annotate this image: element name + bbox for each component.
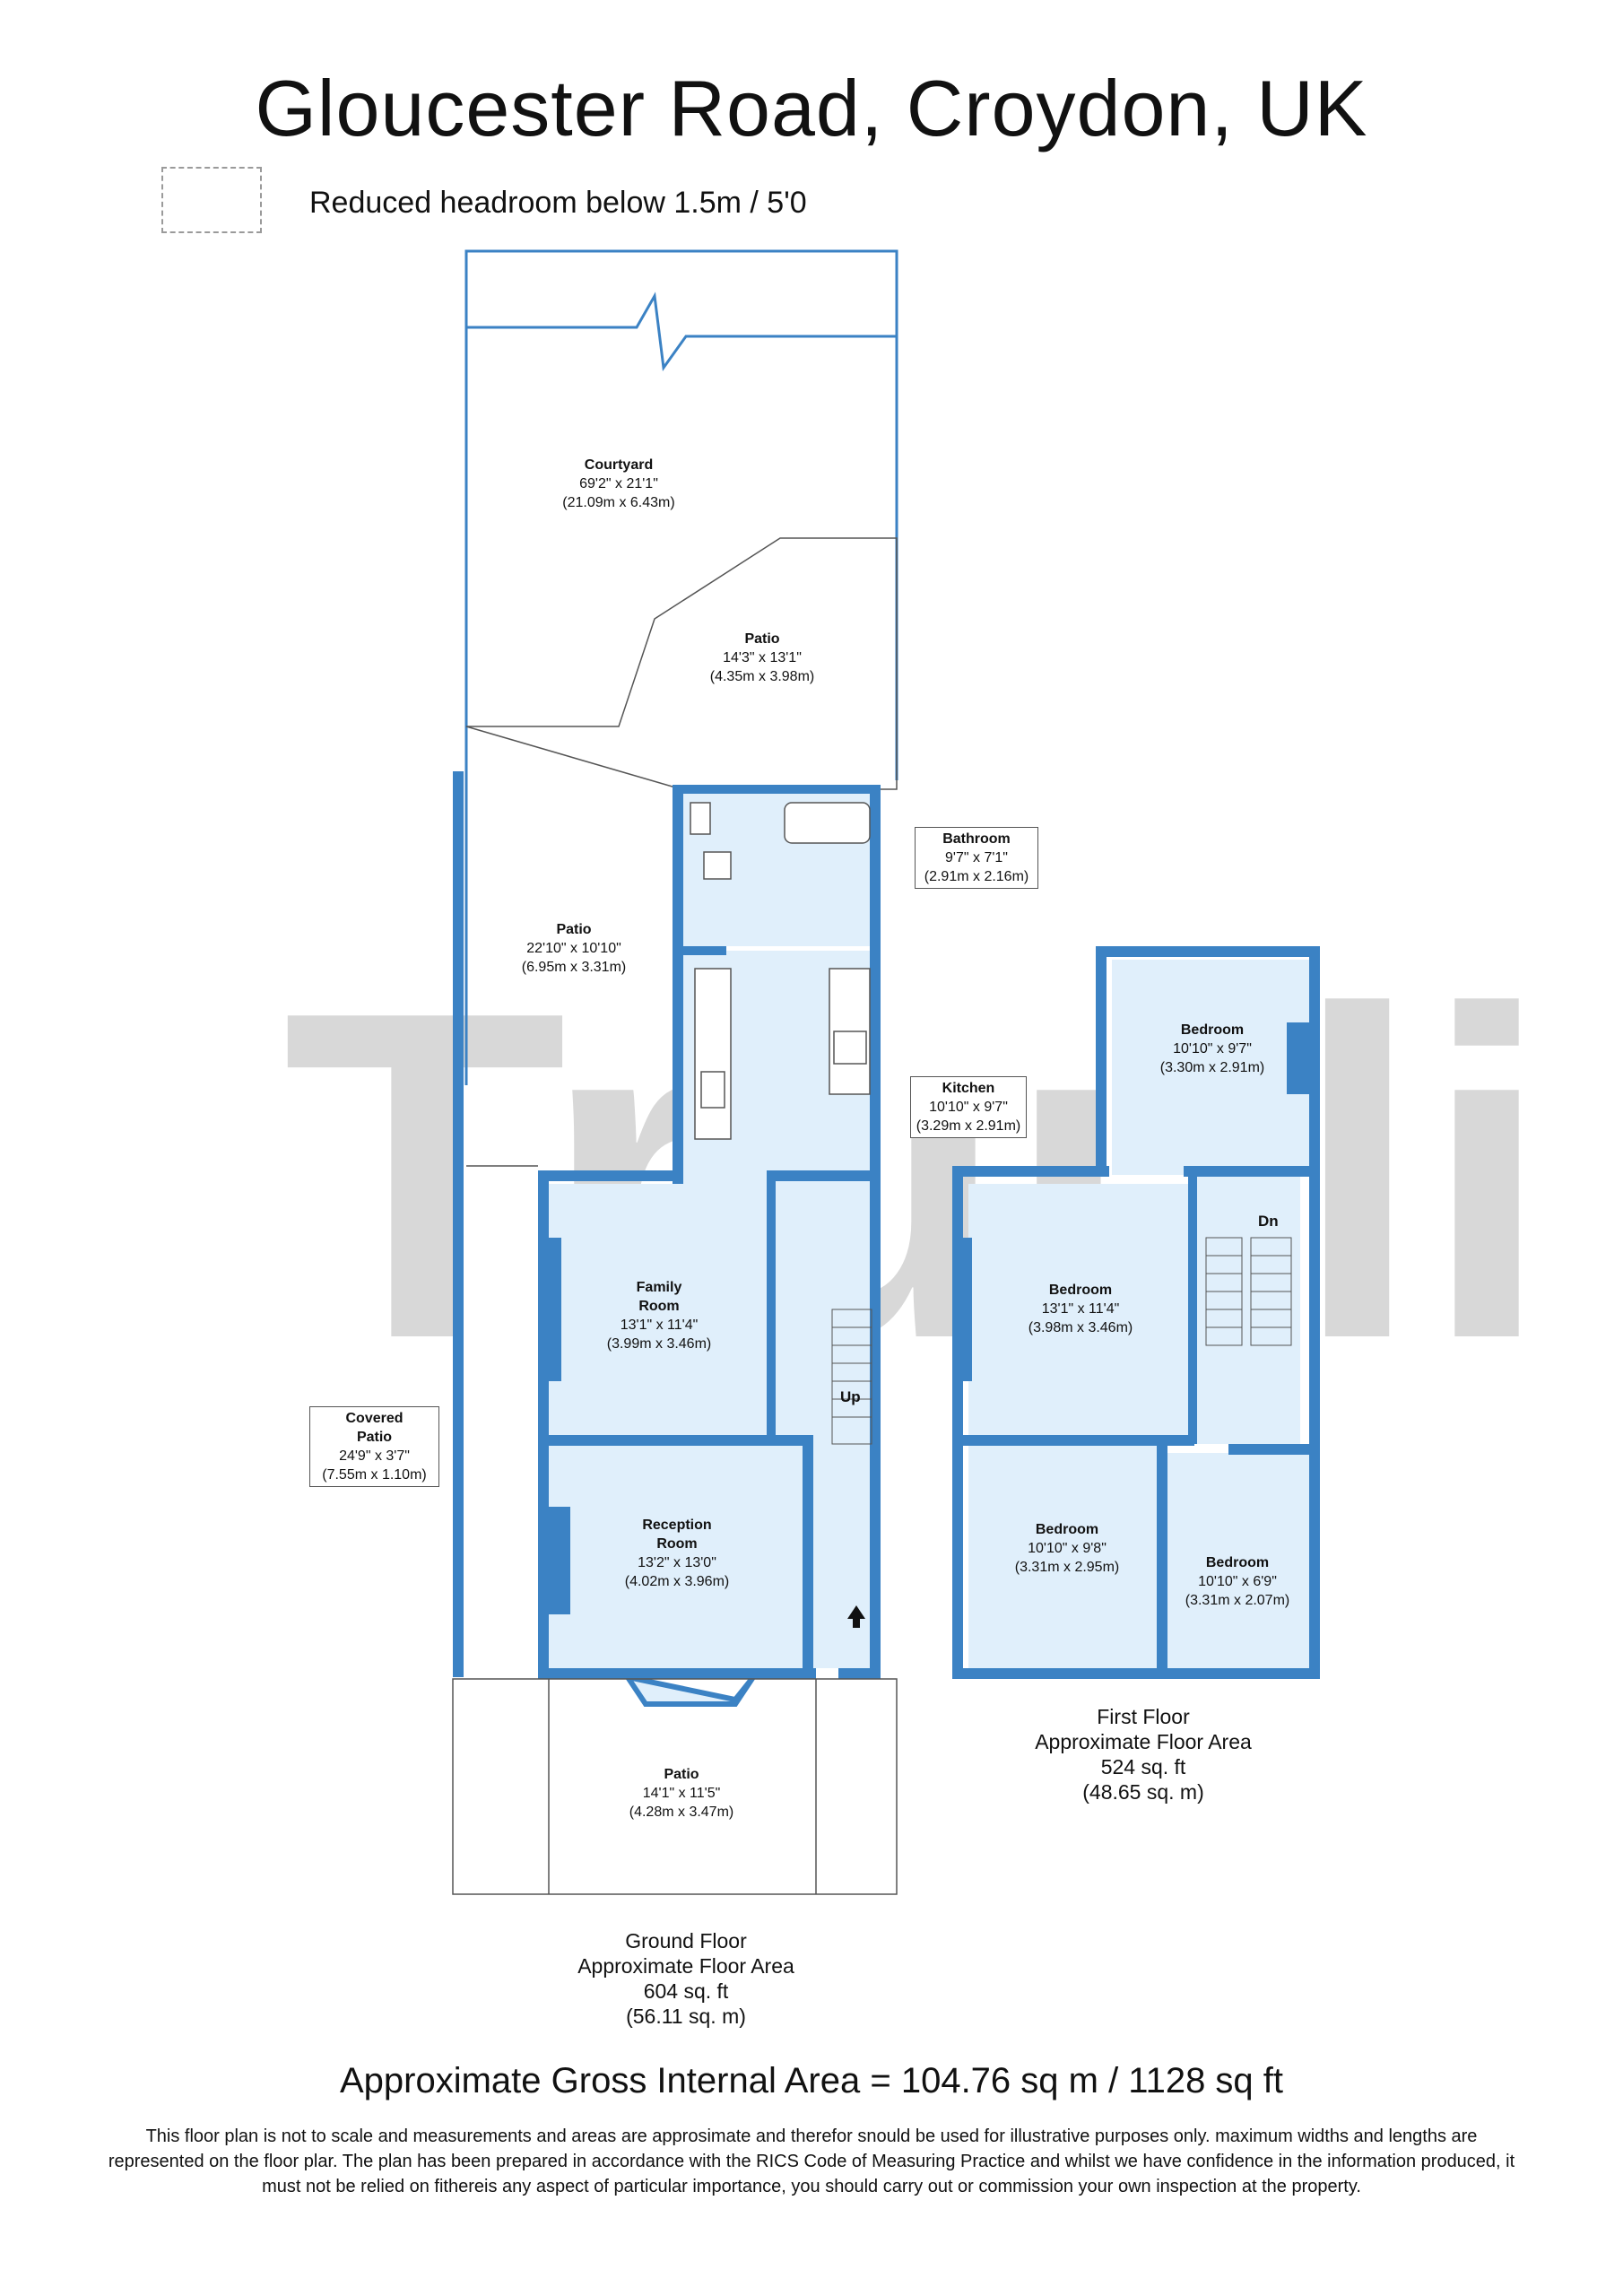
family-room-name: Family Room [636,1280,682,1314]
bedroom-front-left-fill [968,1444,1157,1668]
bathroom-imperial: 9'7" x 7'1" [945,850,1008,865]
ground-floor-area-sub: Approximate Floor Area [577,1954,794,1978]
bedroom-front-left-name: Bedroom [1035,1522,1099,1537]
bedroom-front-left-imperial: 10'10" x 9'8" [1028,1541,1107,1556]
reception-room-name: Reception Room [642,1518,712,1552]
ground-stairs-label: Up [840,1388,861,1405]
patio-front-name: Patio [664,1767,699,1782]
family-room-label: Family Room 13'1" x 11'4" (3.99m x 3.46m… [574,1278,744,1353]
courtyard-label: Courtyard 69'2" x 21'1" (21.09m x 6.43m) [529,456,708,512]
bathroom-name: Bathroom [942,831,1011,847]
ground-floor-walls [538,1170,881,1679]
covered-patio-imperial: 24'9" x 3'7" [339,1448,410,1464]
patio-rear-label: Patio 14'3" x 13'1" (4.35m x 3.98m) [673,630,852,686]
bedroom-rear-fill [1112,960,1314,1175]
basin [703,851,732,880]
courtyard-outline [464,249,898,1085]
bedroom-front-right-metric: (3.31m x 2.07m) [1185,1593,1290,1608]
bedroom-front-right-name: Bedroom [1205,1555,1270,1570]
kitchen-label: Kitchen 10'10" x 9'7" (3.29m x 2.91m) [910,1076,1027,1138]
first-floor-walls [952,946,1320,1679]
ground-floor-area-sqft: 604 sq. ft [643,1979,729,2003]
sink [700,1071,725,1109]
reduced-headroom-legend-text: Reduced headroom below 1.5m / 5'0 [309,186,807,220]
courtyard-name: Courtyard [584,457,654,473]
family-room-imperial: 13'1" x 11'4" [620,1318,699,1333]
first-floor-area-sqft: 524 sq. ft [1100,1755,1186,1779]
reception-room-imperial: 13'2" x 13'0" [638,1555,716,1570]
bedroom-middle-label: Bedroom 13'1" x 11'4" (3.98m x 3.46m) [1000,1281,1161,1337]
kitchen-name: Kitchen [942,1081,995,1096]
patio-rear-metric: (4.35m x 3.98m) [709,669,815,684]
ground-stairs [831,1309,872,1445]
bedroom-middle-name: Bedroom [1048,1283,1113,1298]
disclaimer: This floor plan is not to scale and meas… [108,2126,1515,2196]
ground-floor-area: Ground Floor Approximate Floor Area 604 … [538,1928,834,2029]
family-room-fill [549,1184,773,1439]
bathroom-walls [673,785,881,951]
covered-patio-label: Covered Patio 24'9" x 3'7" (7.55m x 1.10… [309,1406,439,1487]
bay-window [621,1673,756,1707]
kitchen-metric: (3.29m x 2.91m) [916,1118,1021,1134]
first-floor-area-sqm: (48.65 sq. m) [1082,1780,1204,1804]
hob [833,1031,867,1065]
front-patio-outline [452,1678,898,1895]
bedroom-front-left-label: Bedroom 10'10" x 9'8" (3.31m x 2.95m) [986,1520,1148,1577]
patio-side-label: Patio 22'10" x 10'10" (6.95m x 3.31m) [484,920,664,977]
first-floor-area-sub: Approximate Floor Area [1035,1730,1252,1753]
first-floor-label: First Floor [1097,1705,1190,1728]
entrance-arrow [847,1605,865,1628]
bedroom-front-left-metric: (3.31m x 2.95m) [1014,1560,1120,1575]
ground-floor-label: Ground Floor [625,1929,747,1952]
patio-front-label: Patio 14'1" x 11'5" (4.28m x 3.47m) [592,1765,771,1822]
ground-floor-plan [452,249,898,1895]
kitchen-counter-left [694,968,732,1140]
reception-room-metric: (4.02m x 3.96m) [624,1574,730,1589]
bedroom-rear-metric: (3.30m x 2.91m) [1159,1060,1265,1075]
bathroom-label: Bathroom 9'7" x 7'1" (2.91m x 2.16m) [915,827,1038,889]
plan-title: Gloucester Road, Croydon, UK [255,64,1368,152]
patio-side-metric: (6.95m x 3.31m) [521,960,627,975]
patio-front-imperial: 14'1" x 11'5" [642,1786,721,1801]
bathtub [784,802,871,844]
bedroom-rear-label: Bedroom 10'10" x 9'7" (3.30m x 2.91m) [1132,1021,1293,1077]
bedroom-middle-imperial: 13'1" x 11'4" [1041,1301,1120,1317]
covered-patio-metric: (7.55m x 1.10m) [322,1467,427,1483]
courtyard-imperial: 69'2" x 21'1" [579,476,658,491]
first-floor-area: First Floor Approximate Floor Area 524 s… [995,1704,1291,1805]
bedroom-rear-name: Bedroom [1180,1022,1245,1038]
reduced-headroom-legend-swatch [161,167,262,233]
patio-side-name: Patio [556,922,592,937]
bathroom-metric: (2.91m x 2.16m) [924,869,1029,884]
first-stairs-label: Dn [1258,1213,1279,1230]
family-room-metric: (3.99m x 3.46m) [606,1336,712,1352]
kitchen-walls [673,946,881,1188]
ground-floor-area-sqm: (56.11 sq. m) [626,2005,746,2028]
patio-side-imperial: 22'10" x 10'10" [526,941,621,956]
first-stairs [1205,1237,1292,1346]
bedroom-front-right-label: Bedroom 10'10" x 6'9" (3.31m x 2.07m) [1170,1553,1305,1610]
left-boundary-wall [453,771,464,1677]
patio-front-metric: (4.28m x 3.47m) [629,1805,734,1820]
gross-internal-area: Approximate Gross Internal Area = 104.76… [339,2061,1284,2100]
bedroom-rear-imperial: 10'10" x 9'7" [1173,1041,1252,1057]
bedroom-middle-metric: (3.98m x 3.46m) [1028,1320,1133,1335]
kitchen-imperial: 10'10" x 9'7" [929,1100,1008,1115]
first-floor-plan [952,946,1320,1679]
bedroom-front-right-fill [1166,1453,1309,1668]
reception-room-fill [549,1446,809,1668]
bedroom-front-right-imperial: 10'10" x 6'9" [1198,1574,1277,1589]
reception-room-label: Reception Room 13'2" x 13'0" (4.02m x 3.… [592,1516,762,1591]
patio-rear-imperial: 14'3" x 13'1" [723,650,802,665]
bedroom-middle-fill [968,1184,1193,1435]
patio-rear-name: Patio [744,631,780,647]
toilet [690,802,711,835]
covered-patio-name: Covered Patio [345,1411,404,1445]
courtyard-metric: (21.09m x 6.43m) [562,495,675,510]
watermark: Truuli [282,915,1552,1436]
